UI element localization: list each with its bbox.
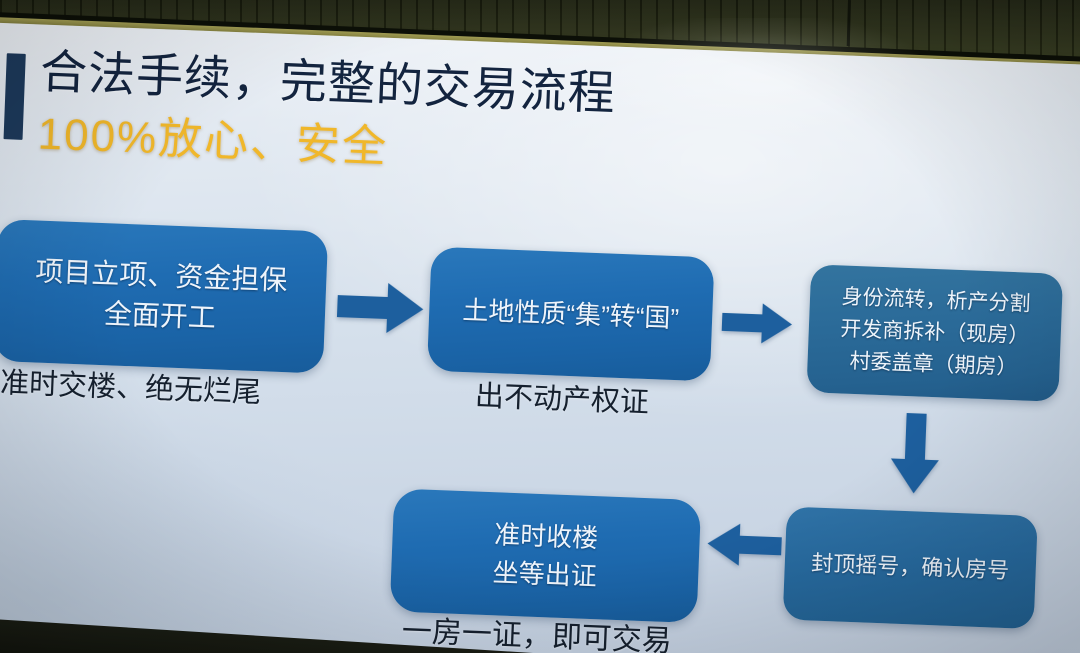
- flow-node-caption-project-approval: 准时交楼、绝无烂尾: [0, 367, 262, 410]
- flow-node-line: 准时收楼: [493, 519, 599, 554]
- flow-node-line: 村委盖章（期房）: [849, 349, 1018, 380]
- flow-node-handover[interactable]: 准时收楼 坐等出证: [389, 488, 702, 624]
- slide-content: 合法手续，完整的交易流程 100%放心、安全 项目立项、资金担保 全面开工 土地…: [0, 23, 1079, 653]
- flow-node-project-approval[interactable]: 项目立项、资金担保 全面开工: [0, 219, 329, 374]
- arrow-down-icon: [888, 412, 943, 494]
- arrow-right-icon: [721, 300, 793, 347]
- flow-node-line: 全面开工: [103, 298, 217, 334]
- flow-node-line: 土地性质“集”转“国”: [461, 294, 680, 333]
- flow-node-line: 坐等出证: [492, 556, 598, 591]
- arrow-right-icon: [336, 279, 424, 336]
- projection-screen: 合法手续，完整的交易流程 100%放心、安全 项目立项、资金担保 全面开工 土地…: [0, 22, 1080, 653]
- title-accent-bar: [3, 53, 26, 140]
- page-subtitle: 100%放心、安全: [36, 109, 389, 172]
- page-title: 合法手续，完整的交易流程: [39, 44, 617, 120]
- flow-node-line: 项目立项、资金担保: [34, 255, 288, 297]
- flow-node-caption-land-conversion: 出不动产权证: [474, 380, 650, 420]
- flow-node-line: 封顶摇号，确认房号: [810, 550, 1010, 584]
- flow-node-identity-transfer[interactable]: 身份流转，析产分割 开发商拆补（现房） 村委盖章（期房）: [806, 264, 1064, 402]
- flow-node-land-conversion[interactable]: 土地性质“集”转“国”: [426, 246, 715, 382]
- flow-node-lottery-unit-number[interactable]: 封顶摇号，确认房号: [782, 506, 1038, 630]
- arrow-left-icon: [707, 520, 783, 569]
